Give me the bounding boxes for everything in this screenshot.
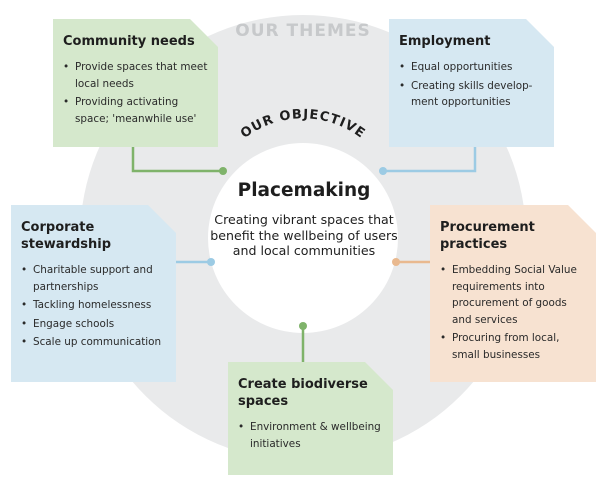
card-list: Environment & wellbeing initiatives <box>238 419 383 452</box>
list-item: Environment & wellbeing initiatives <box>238 419 383 452</box>
list-item: Creating skills develop-ment opportuniti… <box>399 78 544 111</box>
card-title: Corporate stewardship <box>21 220 112 252</box>
list-item: Providing activating space; 'meanwhile u… <box>63 94 208 127</box>
theme-card-corporate-stewardship: Corporate stewardship Charitable support… <box>11 205 176 382</box>
card-list: Embedding Social Value requirements into… <box>440 262 586 363</box>
themes-label: OUR THEMES <box>235 21 371 41</box>
card-title: Community needs <box>63 34 195 49</box>
list-item: Procuring from local, small businesses <box>440 330 586 363</box>
list-item: Provide spaces that meet local needs <box>63 59 208 92</box>
list-item: Scale up communication <box>21 334 166 351</box>
list-item: Tackling homelessness <box>21 297 166 314</box>
card-list: Charitable support and partnerships Tack… <box>21 262 166 351</box>
connector-community <box>131 147 223 173</box>
list-item: Embedding Social Value requirements into… <box>440 262 586 328</box>
theme-card-employment: Employment Equal opportunities Creating … <box>389 19 554 147</box>
card-title: Employment <box>399 34 491 49</box>
list-item: Charitable support and partnerships <box>21 262 166 295</box>
connector-employment-dot <box>379 167 387 175</box>
connector-procurement-dot <box>392 258 400 266</box>
theme-card-community-needs: Community needs Provide spaces that meet… <box>53 19 218 147</box>
objective-title: Placemaking <box>237 180 371 201</box>
theme-card-biodiverse-spaces: Create biodiverse spaces Environment & w… <box>228 362 393 475</box>
list-item: Engage schools <box>21 316 166 333</box>
card-list: Equal opportunities Creating skills deve… <box>399 59 544 111</box>
list-item: Equal opportunities <box>399 59 544 76</box>
connector-corporate-dot <box>207 258 215 266</box>
inner-circle <box>208 143 398 333</box>
card-title: Create biodiverse spaces <box>238 377 368 409</box>
objective-description: Creating vibrant spaces that benefit the… <box>210 212 398 259</box>
theme-card-procurement-practices: Procurement practices Embedding Social V… <box>430 205 596 382</box>
connector-community-dot <box>219 167 227 175</box>
connector-employment <box>383 147 477 173</box>
connector-biodiverse-dot <box>299 322 307 330</box>
card-list: Provide spaces that meet local needs Pro… <box>63 59 208 127</box>
card-title: Procurement practices <box>440 220 535 252</box>
